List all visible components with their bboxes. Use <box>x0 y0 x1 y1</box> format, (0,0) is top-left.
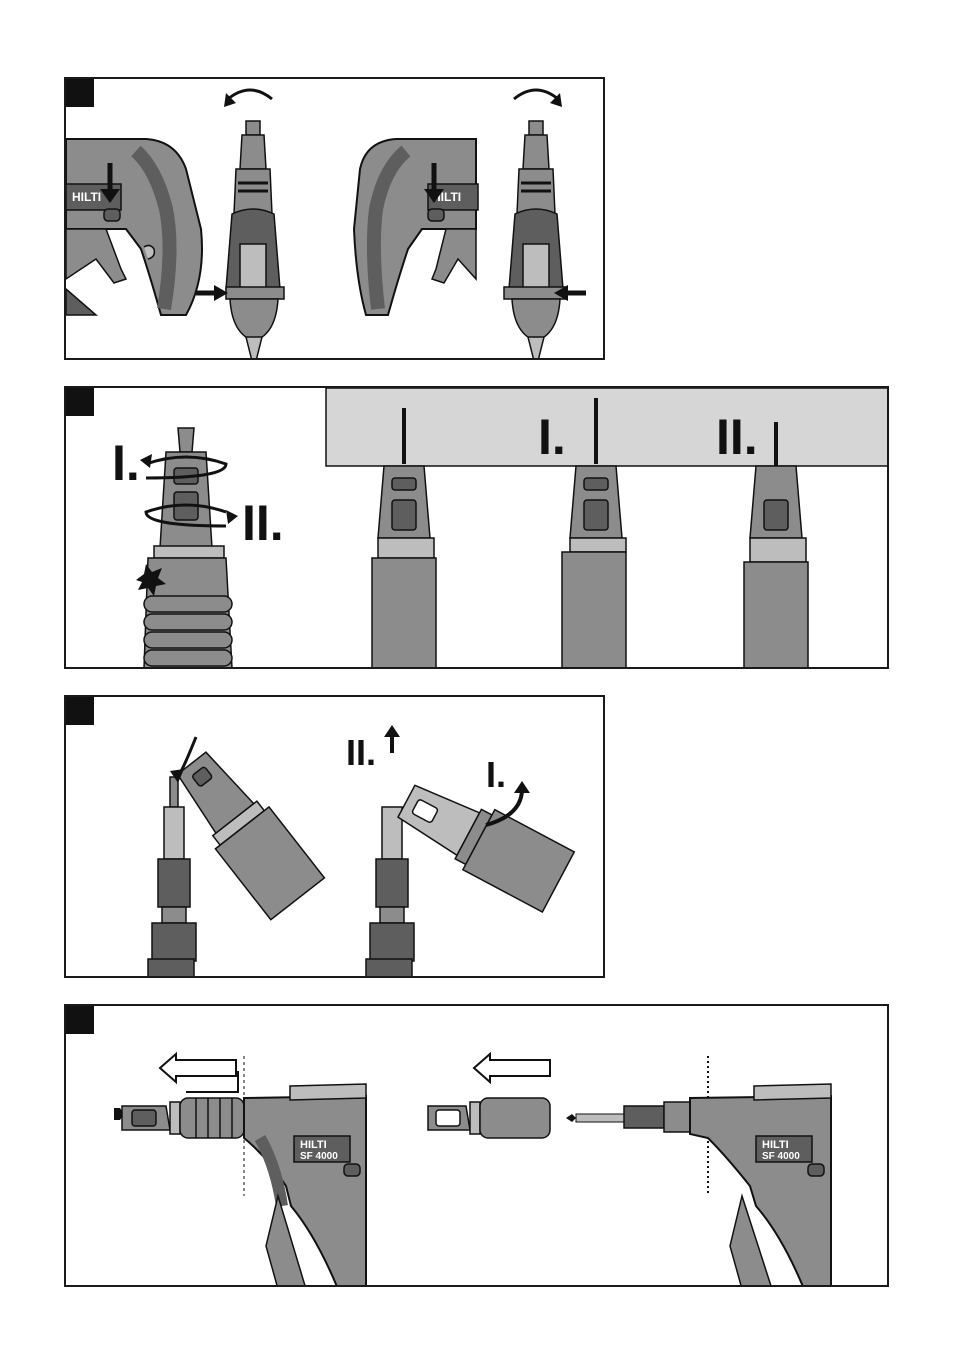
push-arrow-icon <box>384 725 400 737</box>
step-label-i: I. <box>486 754 506 795</box>
screwdriver-body-left: HILTI <box>66 139 202 315</box>
rotate-arrow-icon <box>228 90 272 99</box>
step-label-ii: II. <box>242 495 284 551</box>
lock-button-right <box>428 209 444 221</box>
depth-adjust-nosepiece: I. II. <box>112 428 284 668</box>
nosepiece-vertical-right <box>504 90 586 360</box>
step-label-i: I. <box>112 435 140 491</box>
figure-3-illustration: II. I. <box>66 697 605 978</box>
tool-with-nosepiece: HILTI SF 4000 <box>114 1054 366 1287</box>
figure-1-illustration: HILTI <box>66 79 605 360</box>
step-label-ii: II. <box>716 409 758 465</box>
step-label-ii: II. <box>346 732 376 773</box>
bit-holder-left <box>148 777 196 978</box>
model-label: SF 4000 <box>300 1151 338 1162</box>
figure-1-panel: HILTI <box>64 77 605 360</box>
pull-out-arrow-icon <box>474 1054 550 1082</box>
brand-label: HILTI <box>762 1139 789 1151</box>
tool-nosepiece-removed: HILTI SF 4000 <box>428 1054 831 1287</box>
figure-2-panel: I. II. I. II. <box>64 386 889 669</box>
model-label: SF 4000 <box>762 1151 800 1162</box>
figure-3-panel: II. I. <box>64 695 605 978</box>
figure-2-illustration: I. II. I. II. <box>66 388 889 669</box>
nosepiece-removed-right <box>390 771 574 912</box>
step-label-i: I. <box>538 409 566 465</box>
rotate-arrow-icon <box>514 90 558 99</box>
figure-4-panel: HILTI SF 4000 HILTI SF 4000 <box>64 1004 889 1287</box>
brand-label: HILTI <box>300 1139 327 1151</box>
nosepiece-vertical-left <box>196 90 284 360</box>
screwdriver-body-right: HILTI <box>354 139 478 315</box>
bit-holder-right <box>366 807 414 978</box>
wall-surface <box>326 388 889 466</box>
lock-button-left <box>104 209 120 221</box>
brand-label: HILTI <box>72 190 101 204</box>
figure-4-illustration: HILTI SF 4000 HILTI SF 4000 <box>66 1006 889 1287</box>
